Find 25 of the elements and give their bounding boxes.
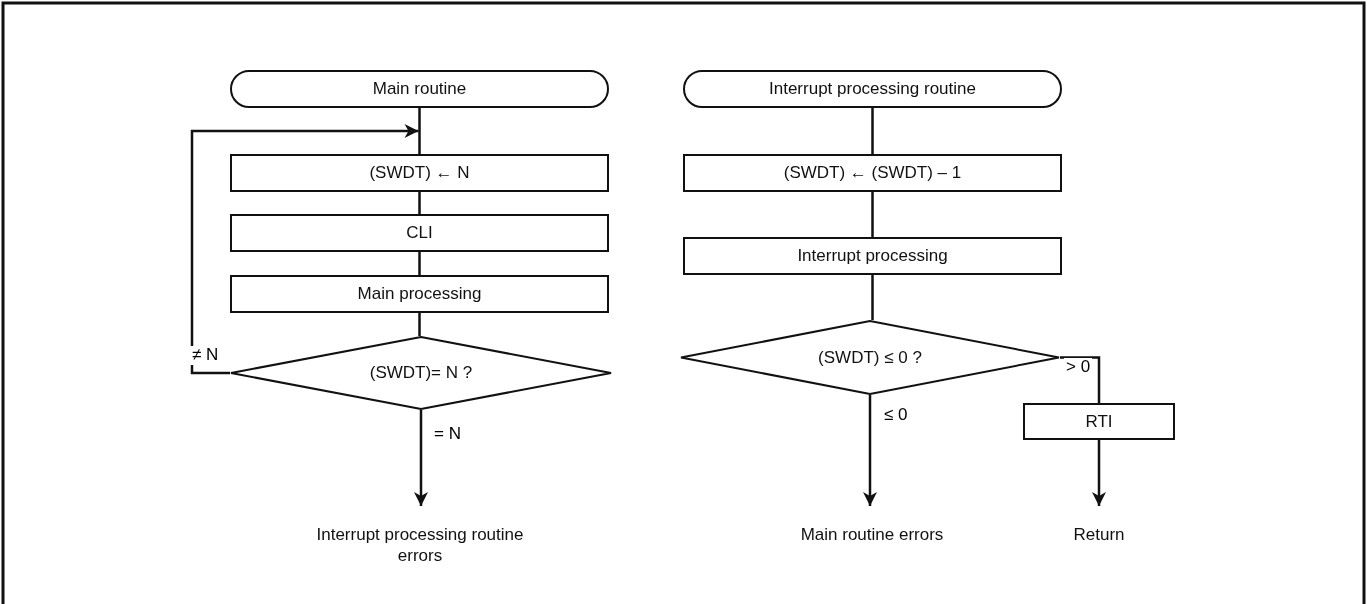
terminal-box: Interrupt processing routine <box>683 70 1062 108</box>
process-box: Interrupt processing <box>683 237 1062 275</box>
process-box: (SWDT) ← N <box>230 154 609 192</box>
arrow <box>863 395 877 506</box>
decision-diamond: (SWDT) ≤ 0 ? <box>680 320 1060 395</box>
connector-line <box>871 275 874 320</box>
arrow <box>190 124 419 375</box>
arrow <box>1092 440 1106 506</box>
connector-line <box>871 108 874 154</box>
decision-diamond: (SWDT)= N ? <box>230 336 612 410</box>
connector-line <box>871 192 874 237</box>
process-box: CLI <box>230 214 609 252</box>
connector-line <box>418 192 421 214</box>
process-box: RTI <box>1023 403 1175 440</box>
process-box: (SWDT) ← (SWDT) – 1 <box>683 154 1062 192</box>
end-label: Return <box>1073 524 1125 546</box>
process-box: Main processing <box>230 275 609 313</box>
end-label: Interrupt processing routine errors <box>315 523 525 567</box>
connector-line <box>418 108 421 154</box>
arrow <box>414 410 428 506</box>
terminal-box: Main routine <box>230 70 609 108</box>
end-label: Main routine errors <box>800 524 944 546</box>
connector-line <box>1060 356 1101 403</box>
connector-line <box>418 252 421 275</box>
connector-line <box>418 313 421 336</box>
